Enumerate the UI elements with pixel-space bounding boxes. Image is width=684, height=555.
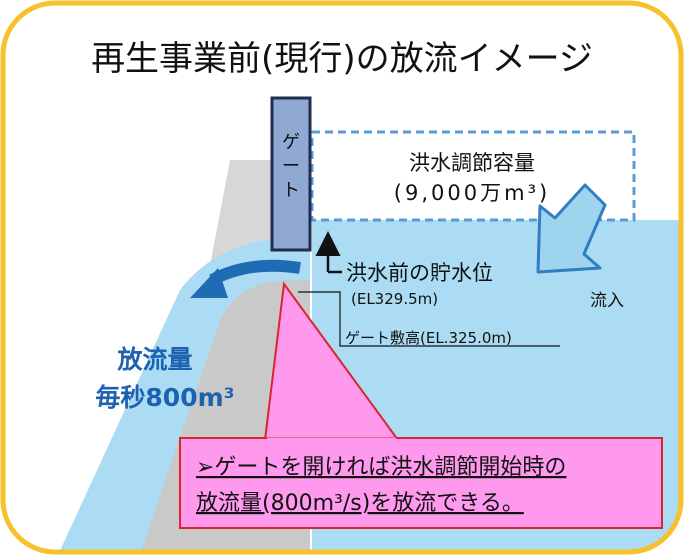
- discharge-arrow-head: [190, 268, 228, 298]
- gate: [270, 96, 312, 252]
- inflow-arrow: [536, 183, 607, 274]
- pre-flood-level-value: (EL329.5m): [351, 290, 438, 308]
- flood-capacity-value: (9,000万m³): [394, 181, 550, 205]
- gate-label-1: ゲ: [282, 132, 300, 153]
- discharge-label: 放流量: [116, 345, 192, 374]
- gate-sill-label: ゲート敷高(EL.325.0m): [345, 329, 512, 347]
- pre-flood-level-label: 洪水前の貯水位: [346, 261, 493, 285]
- callout-line-1: ➢ゲートを開ければ洪水調節開始時の: [196, 455, 566, 480]
- callout-box: [179, 437, 663, 529]
- flood-capacity-label: 洪水調節容量: [409, 151, 535, 175]
- gate-label-3: ト: [282, 180, 300, 201]
- discharge-value: 毎秒800m³: [95, 383, 234, 412]
- callout-line-2: 放流量(800m³/s)を放流できる。: [196, 491, 524, 516]
- gate-label-2: ー: [282, 156, 300, 177]
- gate-sill-leader: [298, 291, 560, 347]
- inflow-label: 流入: [590, 291, 624, 311]
- page-title: 再生事業前(現行)の放流イメージ: [91, 39, 593, 79]
